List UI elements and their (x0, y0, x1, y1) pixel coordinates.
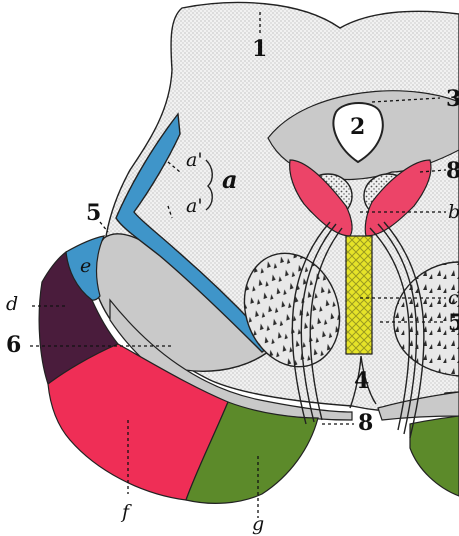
midline-notch (349, 355, 377, 409)
label-a: a (222, 165, 238, 194)
blue-band-region (115, 112, 274, 353)
label-a-prime: a' (186, 149, 203, 171)
label-d: d (6, 293, 18, 315)
label-f: f (120, 501, 132, 523)
label-8-right: 8 (446, 158, 459, 184)
label-a-double-prime: a' (186, 195, 203, 217)
nucleus-right (393, 261, 459, 377)
purple-region-d (38, 250, 119, 385)
label-5: 5 (86, 200, 101, 226)
label-e: e (80, 255, 91, 277)
leader-lines (30, 12, 447, 518)
label-8-bottom: 8 (358, 410, 373, 436)
label-b: b (448, 201, 459, 223)
label-6: 6 (6, 332, 21, 358)
label-5-right: 5 (448, 310, 459, 336)
label-4: 4 (354, 368, 369, 394)
fiber-tracts (291, 221, 425, 439)
ventricle-region (332, 102, 384, 164)
label-g: g (252, 513, 264, 535)
green-region-g (185, 401, 319, 504)
gray-band-right (377, 391, 459, 421)
label-3: 3 (446, 86, 459, 112)
yellow-raphe-column (345, 235, 373, 355)
label-c: c (448, 287, 459, 309)
label-2: 2 (350, 114, 365, 140)
green-region-right (409, 415, 459, 497)
bracket-a (205, 159, 213, 211)
label-1: 1 (252, 36, 267, 62)
